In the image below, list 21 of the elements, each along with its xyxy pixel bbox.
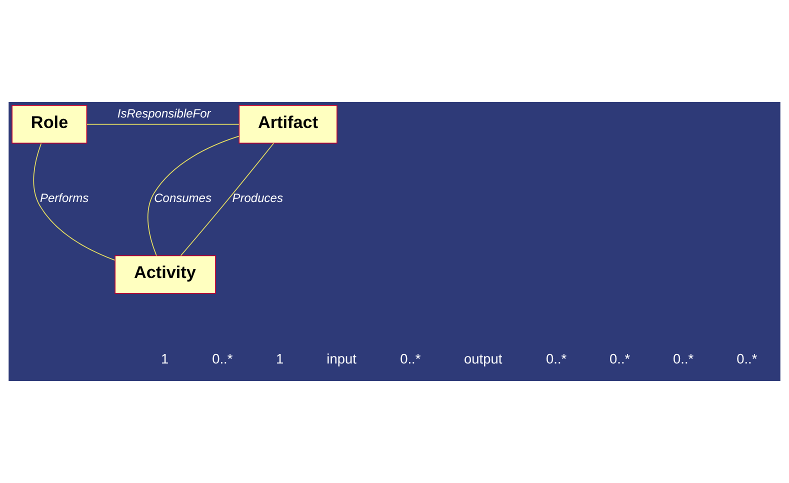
connector <box>180 142 274 256</box>
label: 0..* <box>673 352 694 367</box>
edge-label: Produces <box>232 190 283 205</box>
connector <box>86 124 240 125</box>
label: 0..* <box>736 352 758 367</box>
node-box: Activity <box>114 255 216 294</box>
label: output <box>464 352 502 367</box>
label: 0..* <box>212 352 233 367</box>
connector <box>147 136 240 256</box>
label: 0..* <box>400 352 421 367</box>
edge-label: Performs <box>40 190 89 205</box>
label: 1 <box>161 352 169 367</box>
node-box: Role <box>12 105 88 144</box>
label: 0..* <box>610 352 630 367</box>
node-box: Artifact <box>238 105 338 144</box>
label: input <box>326 352 356 367</box>
connector <box>33 143 116 261</box>
label: 0..* <box>546 352 567 367</box>
edge-label: Consumes <box>154 190 212 205</box>
label: 1 <box>276 352 284 367</box>
edge-label: IsResponsibleFor <box>117 106 211 121</box>
